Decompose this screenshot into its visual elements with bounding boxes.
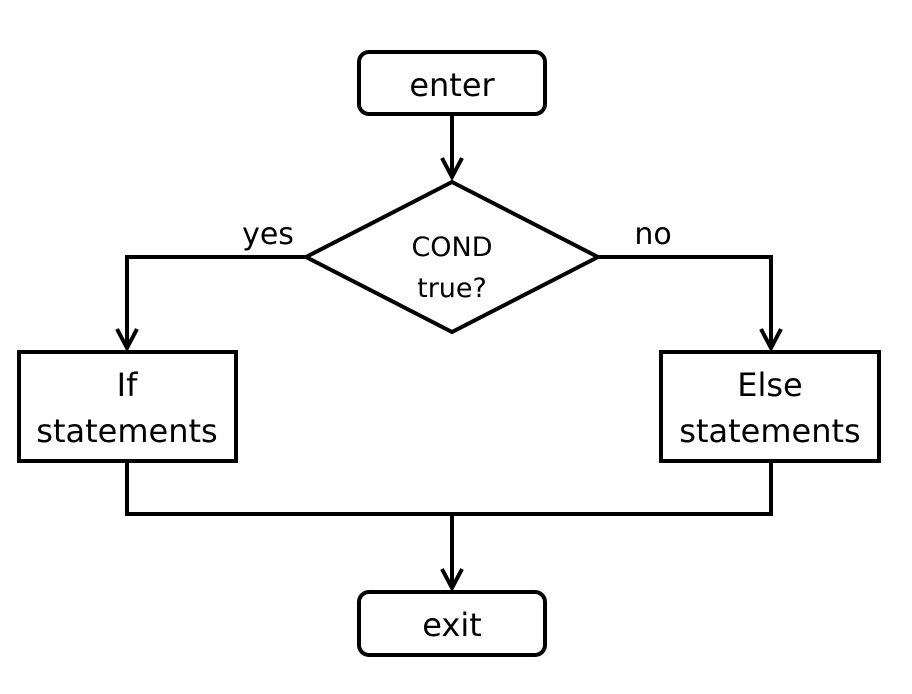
if-block-label-line2: statements xyxy=(36,412,217,450)
exit-node: exit xyxy=(357,590,547,657)
yes-branch-label: yes xyxy=(242,217,294,252)
enter-to-condition-arrow xyxy=(440,114,464,182)
merge-connector xyxy=(125,461,773,516)
else-statements-block: Else statements xyxy=(659,350,881,463)
no-branch-arrow xyxy=(598,255,783,353)
if-block-label-line1: If xyxy=(117,366,138,404)
condition-label-line1: COND xyxy=(411,232,492,263)
merge-to-exit-arrow xyxy=(440,514,464,593)
yes-branch-arrow xyxy=(115,255,306,353)
else-block-label-line1: Else xyxy=(737,366,802,404)
exit-label: exit xyxy=(422,606,482,644)
no-branch-label: no xyxy=(634,217,671,252)
condition-decision: COND true? xyxy=(301,179,603,335)
else-block-label-line2: statements xyxy=(679,412,860,450)
enter-node: enter xyxy=(357,50,547,116)
if-statements-block: If statements xyxy=(17,350,238,463)
enter-label: enter xyxy=(409,66,495,104)
condition-label-line2: true? xyxy=(417,273,487,304)
